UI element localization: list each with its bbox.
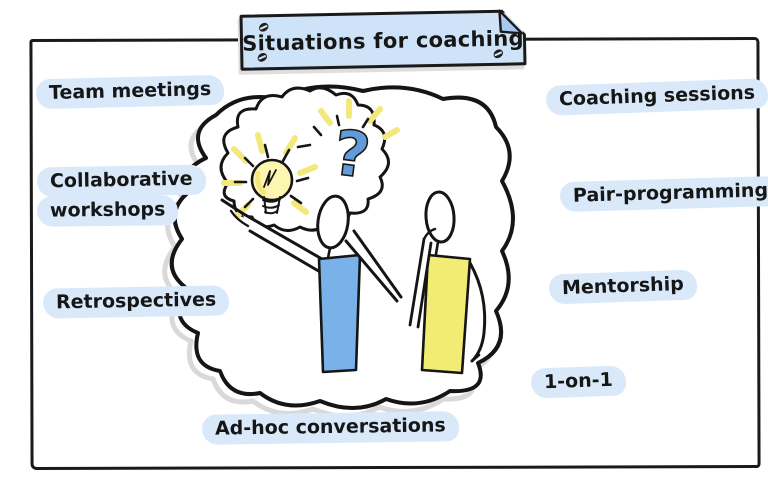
- title-banner: Situations for coaching: [239, 8, 527, 71]
- label-team-meetings: Team meetings: [35, 74, 225, 110]
- lightbulb-icon: [250, 158, 294, 215]
- lightbulb-glow: [221, 132, 318, 219]
- lightbulb-rays: [233, 143, 310, 209]
- question-mark-rays: [296, 114, 370, 149]
- pointing-person-figure: [316, 194, 403, 374]
- question-mark-glow: [318, 98, 400, 140]
- coachee-torso: [420, 253, 472, 375]
- label-workshops: workshops: [36, 195, 179, 227]
- coaching-illustration: ?: [158, 84, 515, 417]
- folded-corner-icon: [498, 8, 527, 36]
- label-collaborative: Collaborative: [36, 164, 206, 198]
- label-mentorship: Mentorship: [548, 269, 698, 305]
- label-retrospectives: Retrospectives: [42, 285, 230, 319]
- label-pair-programming: Pair-programming: [559, 175, 768, 212]
- page-title: Situations for coaching: [241, 26, 525, 56]
- thinking-person-figure: [408, 190, 487, 375]
- pointing-arm: [220, 198, 324, 275]
- label-one-on-one: 1-on-1: [530, 365, 627, 399]
- question-mark-icon: ?: [330, 116, 375, 193]
- label-ad-hoc-conversations: Ad-hoc conversations: [201, 411, 459, 445]
- coach-torso: [317, 253, 362, 374]
